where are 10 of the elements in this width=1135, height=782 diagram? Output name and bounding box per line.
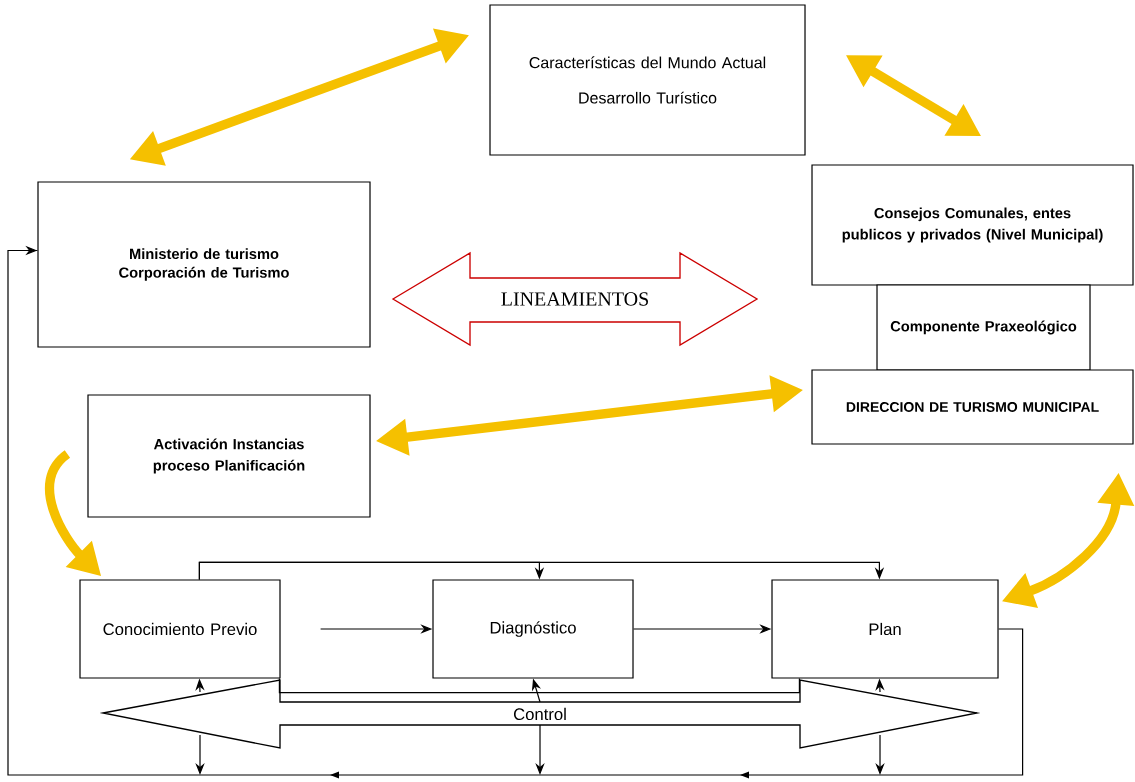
arrow <box>198 561 885 580</box>
text-box: Ministerio de turismo Corporación de Turismo <box>37 181 371 348</box>
text-box: Activación Instancias proceso Planificación <box>87 394 371 518</box>
text-box: Características del Mundo Actual Desarrollo Turístico <box>489 4 806 156</box>
process-box: Plan <box>771 579 999 679</box>
text-box: Componente Praxeológico <box>876 284 1091 371</box>
process-box: Conocimiento Previo <box>79 579 281 679</box>
connector-line <box>278 678 800 694</box>
text-box: DIRECCION DE TURISMO MUNICIPAL <box>811 369 1134 445</box>
process-box: Diagnóstico <box>432 579 634 679</box>
